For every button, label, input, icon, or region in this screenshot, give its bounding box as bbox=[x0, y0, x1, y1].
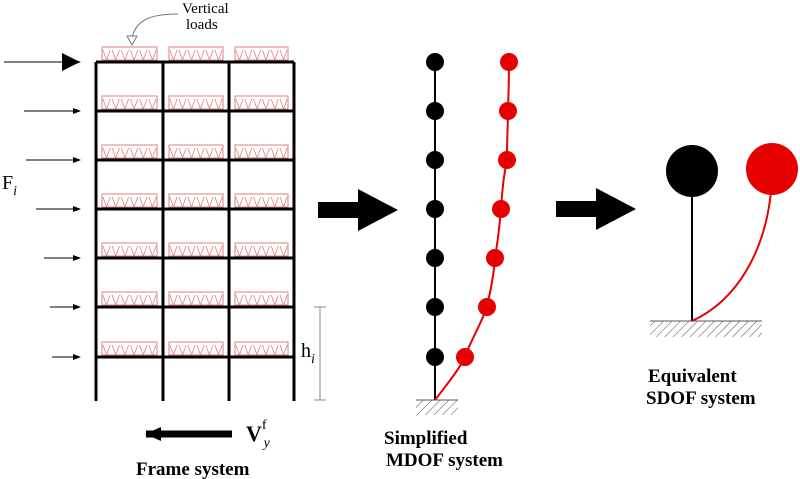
vertical-load-pattern bbox=[234, 242, 289, 258]
shear-subscript: y bbox=[262, 436, 271, 451]
vertical-load-pattern bbox=[168, 46, 224, 62]
vertical-load-pattern bbox=[234, 341, 289, 357]
sdof-support-hatch bbox=[650, 321, 762, 337]
sdof-system: Equivalent SDOF system bbox=[646, 143, 798, 409]
height-subscript: i bbox=[311, 352, 315, 367]
force-symbol: F bbox=[2, 172, 13, 194]
force-label: Fi bbox=[2, 172, 17, 199]
vertical-load-patterns bbox=[101, 46, 289, 357]
transition-arrow-1 bbox=[318, 189, 398, 231]
mdof-mass-undeformed bbox=[426, 249, 444, 267]
height-symbol: h bbox=[301, 340, 311, 362]
transition-arrow-2 bbox=[556, 188, 636, 230]
vertical-load-pattern bbox=[168, 193, 224, 209]
vertical-load-pattern bbox=[168, 341, 224, 357]
mdof-mass-deformed bbox=[500, 53, 518, 71]
mdof-mass-undeformed bbox=[426, 200, 444, 218]
vertical-load-pattern bbox=[168, 291, 224, 307]
vertical-load-pattern bbox=[234, 144, 289, 160]
vertical-load-pattern bbox=[101, 193, 158, 209]
shear-superscript: f bbox=[262, 418, 267, 433]
vertical-load-pattern bbox=[234, 193, 289, 209]
mdof-deformed-masses bbox=[456, 53, 518, 366]
vertical-loads-leader bbox=[131, 13, 179, 39]
vertical-load-pattern bbox=[101, 242, 158, 258]
sdof-deformed-stick bbox=[691, 191, 772, 322]
mdof-mass-deformed bbox=[498, 151, 516, 169]
mdof-mass-undeformed bbox=[426, 348, 444, 366]
mdof-system: Simplified MDOF system bbox=[384, 53, 518, 471]
mdof-deformed-stick bbox=[434, 59, 510, 401]
force-subscript: i bbox=[13, 184, 17, 199]
mdof-mass-deformed bbox=[478, 298, 496, 316]
vertical-load-pattern bbox=[101, 291, 158, 307]
vertical-load-pattern bbox=[168, 144, 224, 160]
mdof-mass-undeformed bbox=[426, 53, 444, 71]
vertical-load-pattern bbox=[234, 95, 289, 111]
mdof-support-hatch bbox=[416, 400, 458, 415]
sdof-caption-2: SDOF system bbox=[646, 388, 756, 409]
vertical-load-pattern bbox=[234, 46, 289, 62]
vertical-load-pattern bbox=[101, 46, 158, 62]
vertical-load-pattern bbox=[101, 341, 158, 357]
vertical-loads-label-2: loads bbox=[186, 17, 218, 33]
vertical-load-pattern bbox=[168, 95, 224, 111]
vertical-load-pattern bbox=[101, 95, 158, 111]
mdof-mass-deformed bbox=[492, 200, 510, 218]
mdof-undeformed-masses bbox=[426, 53, 444, 366]
lateral-force-arrows bbox=[4, 53, 81, 360]
vertical-load-pattern bbox=[101, 144, 158, 160]
mdof-mass-undeformed bbox=[426, 102, 444, 120]
shear-symbol: V bbox=[246, 421, 262, 446]
sdof-undeformed-mass bbox=[666, 145, 718, 197]
frame-structure bbox=[94, 60, 296, 401]
mdof-mass-undeformed bbox=[426, 151, 444, 169]
mdof-caption-1: Simplified bbox=[384, 428, 468, 449]
lateral-force-arrow-head bbox=[62, 53, 80, 71]
vertical-loads-label-1: Vertical bbox=[182, 1, 229, 17]
mdof-mass-undeformed bbox=[426, 298, 444, 316]
vertical-load-pattern bbox=[234, 291, 289, 307]
mdof-mass-deformed bbox=[486, 249, 504, 267]
vertical-load-pattern bbox=[168, 242, 224, 258]
height-label: hi bbox=[301, 340, 315, 367]
mdof-mass-deformed bbox=[456, 348, 474, 366]
frame-caption: Frame system bbox=[136, 459, 250, 479]
sdof-deformed-mass bbox=[746, 143, 798, 195]
sdof-caption-1: Equivalent bbox=[648, 366, 737, 387]
mdof-caption-2: MDOF system bbox=[386, 450, 503, 471]
mdof-mass-deformed bbox=[499, 102, 517, 120]
vertical-loads-leader-head bbox=[126, 35, 138, 47]
